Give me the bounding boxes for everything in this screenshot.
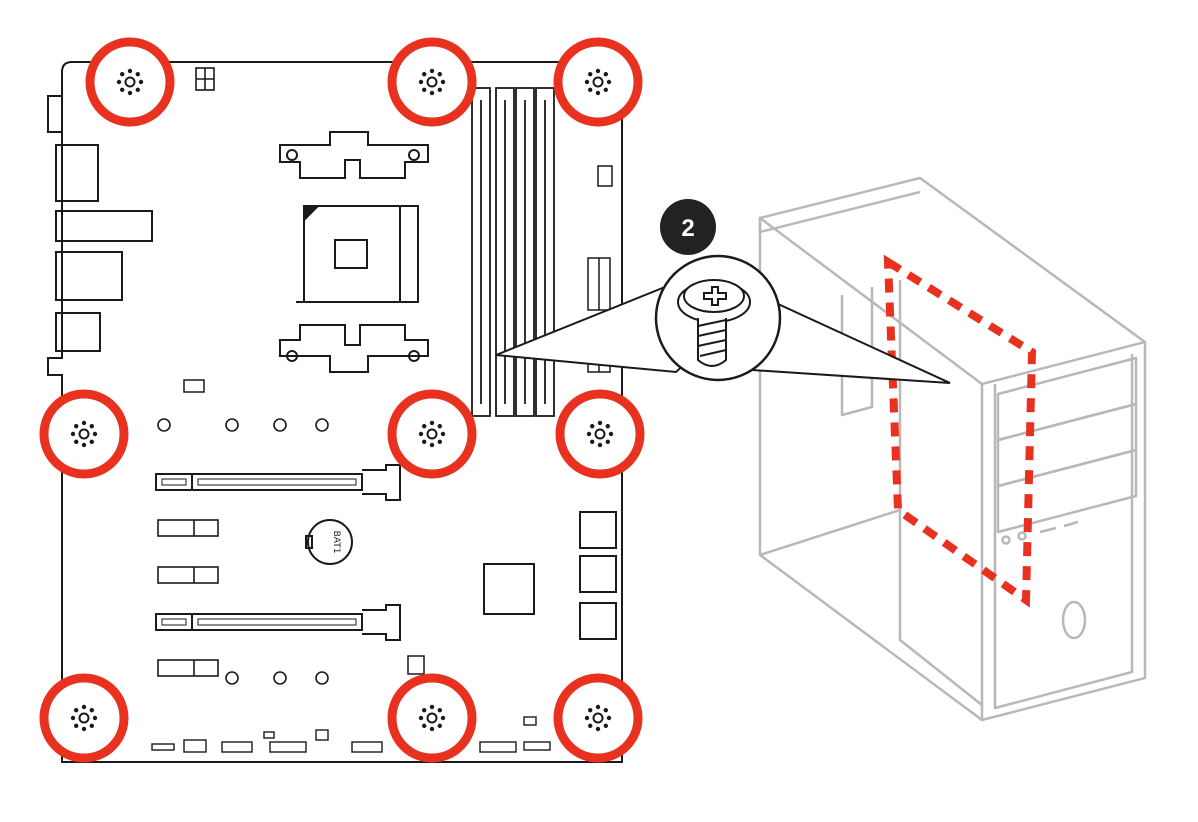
step-badge: 2 — [660, 199, 716, 255]
cpu-power-connector — [195, 67, 215, 91]
dimm-slots — [471, 87, 555, 417]
computer-case-icon — [758, 176, 1147, 722]
standoff-marker — [553, 37, 643, 127]
standoff-marker — [387, 37, 477, 127]
misc-connector — [407, 655, 425, 675]
pcie-x16-slot-1 — [155, 464, 401, 501]
sata-ports — [579, 511, 617, 640]
standoff-marker — [39, 673, 129, 763]
standoff-screw-hole-icon — [586, 420, 614, 448]
standoff-screw-hole-icon — [584, 704, 612, 732]
rear-io-ports — [47, 95, 153, 352]
standoff-screw-hole-icon — [418, 704, 446, 732]
cmos-battery — [305, 519, 353, 565]
standoff-screw-hole-icon — [70, 420, 98, 448]
standoff-screw-hole-icon — [116, 68, 144, 96]
pcie-x16-slot-2 — [155, 604, 401, 641]
standoff-marker — [39, 389, 129, 479]
motherboard — [47, 61, 623, 763]
bottom-headers — [151, 716, 551, 753]
pcie-x1-slots — [157, 519, 219, 677]
standoff-marker — [85, 37, 175, 127]
standoff-marker — [387, 673, 477, 763]
phillips-screw-icon — [677, 279, 751, 367]
cpu-socket — [296, 205, 419, 303]
motherboard-outline — [47, 61, 623, 763]
cooler-bracket-bottom — [279, 324, 429, 373]
standoff-markers — [39, 37, 645, 763]
standoff-screw-hole-icon — [584, 68, 612, 96]
battery-label: BAT1 — [331, 531, 341, 554]
fan-header-right — [597, 165, 613, 187]
chipset — [483, 563, 535, 615]
standoff-marker — [555, 389, 645, 479]
fan-header-mid — [183, 379, 205, 393]
standoff-marker — [553, 673, 643, 763]
cooler-bracket-top — [279, 131, 429, 179]
motherboard-mount-outline — [883, 254, 1037, 608]
standoff-screw-hole-icon — [418, 68, 446, 96]
m2-mount-holes — [157, 418, 329, 685]
step-number: 2 — [681, 215, 694, 242]
standoff-screw-hole-icon — [70, 704, 98, 732]
standoff-screw-hole-icon — [418, 420, 446, 448]
standoff-marker — [387, 389, 477, 479]
screw-callout — [495, 254, 951, 384]
